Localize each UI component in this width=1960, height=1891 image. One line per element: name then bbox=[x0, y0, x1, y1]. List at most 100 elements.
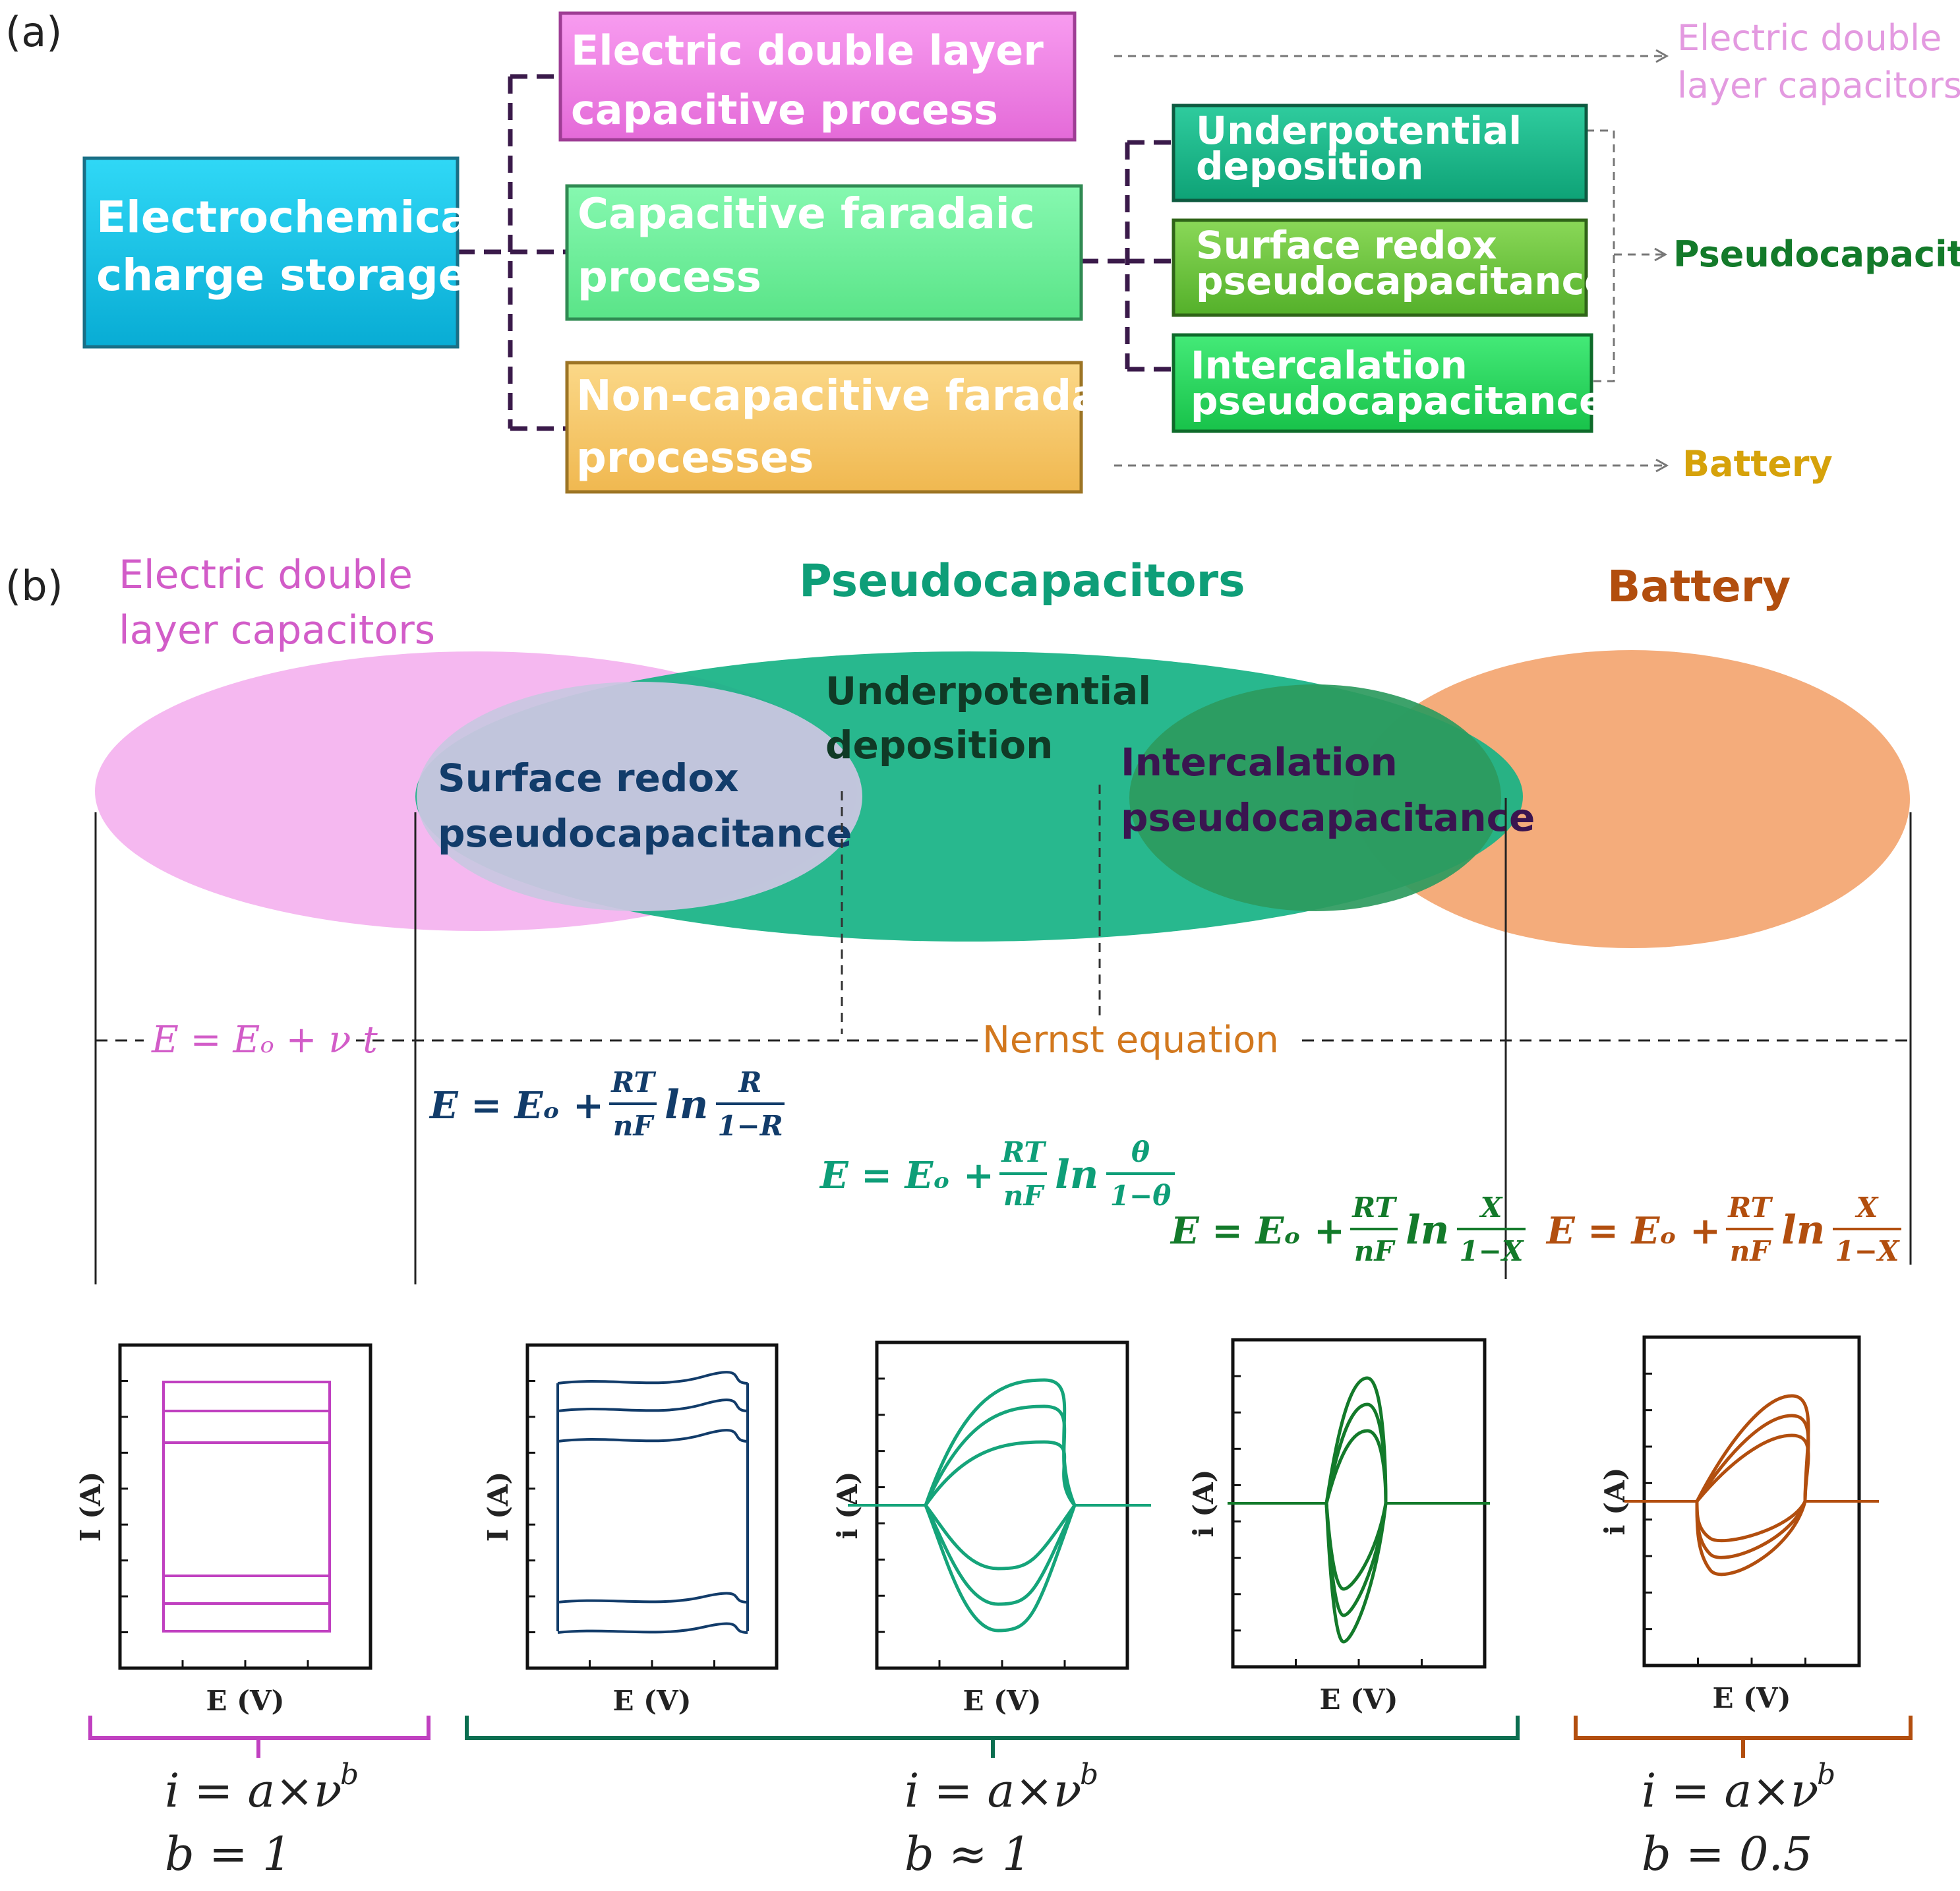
eq-frac1-den: nF bbox=[1730, 1235, 1772, 1267]
cv-curve bbox=[557, 1371, 748, 1385]
cv-xlabel: E (V) bbox=[613, 1685, 692, 1717]
out-battery: Battery bbox=[1682, 443, 1833, 485]
eq-ln: ln bbox=[665, 1082, 708, 1128]
eq-edlc: E = Eₒ + ν t bbox=[151, 1019, 378, 1062]
eq-ln: ln bbox=[1781, 1207, 1825, 1253]
cv-ylabel: i (A) bbox=[1187, 1470, 1220, 1538]
power-law-edlc-exponent: b bbox=[340, 1758, 359, 1791]
bracket-battery bbox=[1574, 1716, 1913, 1758]
box-edl-capacitive-process: Electric double layer capacitive process bbox=[558, 11, 1077, 142]
eq-frac2-num: X bbox=[1855, 1191, 1879, 1224]
power-law-pseudo-formula: i = a×ν bbox=[905, 1764, 1081, 1818]
eq-frac2-den: 1−θ bbox=[1110, 1180, 1171, 1212]
eq-frac1-num: RT bbox=[1351, 1191, 1397, 1224]
cv-plot-battery: E (V)i (A) bbox=[1599, 1335, 1879, 1714]
venn-surface-line1: Surface redox bbox=[438, 756, 739, 800]
edl-process-line2: capacitive process bbox=[571, 86, 998, 134]
noncap-line1: Non-capacitive faradaic bbox=[576, 372, 1139, 421]
eq-nernst: Nernst equation bbox=[982, 1019, 1279, 1062]
venn-intercal-line2: pseudocapacitance bbox=[1121, 795, 1535, 840]
out-edlc-line2: layer capacitors bbox=[1677, 65, 1960, 106]
cv-curve bbox=[557, 1592, 748, 1604]
bracket-pseudo bbox=[465, 1716, 1520, 1758]
power-law-battery-b: b = 0.5 bbox=[1642, 1827, 1812, 1881]
upd-line2: deposition bbox=[1196, 144, 1423, 189]
box-capacitive-faradaic-process: Capacitive faradaic process bbox=[565, 184, 1083, 321]
eq-frac2-den: 1−X bbox=[1835, 1235, 1899, 1267]
panel-b-label: (b) bbox=[5, 562, 63, 610]
box-intercalation-pseudocapacitance: Intercalation pseudocapacitance bbox=[1172, 333, 1605, 433]
venn-upd-line1: Underpotential bbox=[825, 669, 1151, 713]
cv-frame bbox=[525, 1343, 779, 1670]
cv-curve bbox=[556, 1383, 749, 1631]
venn-surface-overlap bbox=[417, 682, 862, 911]
box-surface-redox-pseudocapacitance: Surface redox pseudocapacitance bbox=[1172, 218, 1610, 317]
cv-plot-intercalation: E (V) i (A) bbox=[1187, 1338, 1490, 1716]
venn-battery-ellipse bbox=[1353, 650, 1910, 948]
cv-curve bbox=[557, 1622, 748, 1634]
eq-frac1-num: RT bbox=[610, 1066, 656, 1098]
venn-intercal-overlap bbox=[1129, 684, 1501, 911]
cv-plot-surface-redox: E (V)I (A) bbox=[482, 1343, 779, 1717]
intercal-line2: pseudocapacitance bbox=[1191, 378, 1605, 423]
eq-ln: ln bbox=[1055, 1152, 1098, 1198]
power-law-battery-exponent: b bbox=[1817, 1758, 1835, 1791]
out-pseudocapacitor: Pseudocapacitor bbox=[1673, 233, 1960, 275]
cv-curve bbox=[1324, 1429, 1388, 1591]
edl-process-line1: Electric double layer bbox=[571, 26, 1044, 75]
venn-surface-line2: pseudocapacitance bbox=[438, 811, 852, 856]
root-line2: charge storage bbox=[96, 250, 467, 301]
intercal-line1: Intercalation bbox=[1191, 343, 1468, 388]
venn-edlc-title-line1: Electric double bbox=[119, 552, 413, 598]
cv-curve bbox=[924, 1440, 1077, 1571]
eq-underpotential: E = Eₒ +RT nF ln θ 1−θ bbox=[819, 1136, 1175, 1212]
tree-connectors bbox=[458, 74, 1173, 431]
cv-curve bbox=[557, 1429, 748, 1443]
eq-frac2-num: R bbox=[738, 1066, 762, 1098]
venn-pseudo-title: Pseudocapacitors bbox=[799, 555, 1245, 607]
capfar-line2: process bbox=[578, 253, 761, 302]
eq-lhs: E = Eₒ + bbox=[1170, 1209, 1345, 1253]
eq-frac1-den: nF bbox=[613, 1110, 655, 1142]
inner-dashed-dividers bbox=[841, 785, 1101, 1034]
box-electrochemical-charge-storage: Electrochemical charge storage bbox=[82, 156, 485, 349]
cv-plot-underpotential: E (V)i (A) bbox=[831, 1340, 1151, 1717]
eq-frac1-num: RT bbox=[1001, 1136, 1046, 1168]
eq-frac2-num: θ bbox=[1131, 1136, 1150, 1168]
output-arrows bbox=[1114, 49, 1669, 473]
venn-intercal-line1: Intercalation bbox=[1121, 740, 1398, 785]
eq-frac1-den: nF bbox=[1003, 1180, 1046, 1212]
power-law-edlc-formula: i = a×ν bbox=[165, 1764, 342, 1818]
surface-line2: pseudocapacitance bbox=[1196, 258, 1610, 303]
eq-lhs: E = Eₒ + bbox=[1545, 1209, 1721, 1253]
power-law-pseudo: i = a×ν b b ≈ 1 bbox=[905, 1758, 1098, 1881]
cv-xlabel: E (V) bbox=[1320, 1683, 1398, 1716]
panel-a-label: (a) bbox=[5, 8, 62, 56]
root-line1: Electrochemical bbox=[96, 192, 485, 243]
cv-xlabel: E (V) bbox=[1713, 1682, 1791, 1714]
power-law-pseudo-b: b ≈ 1 bbox=[905, 1827, 1032, 1881]
upd-line1: Underpotential bbox=[1196, 108, 1522, 153]
eq-lhs: E = Eₒ + bbox=[429, 1084, 604, 1127]
eq-battery: E = Eₒ +RT nF ln X 1−X bbox=[1545, 1191, 1901, 1267]
venn-upd-line2: deposition bbox=[825, 723, 1053, 767]
eq-lhs: E = Eₒ + bbox=[819, 1154, 994, 1197]
noncap-line2: processes bbox=[576, 434, 814, 483]
cv-plot-edlc: E (V)I (A) bbox=[74, 1343, 372, 1717]
cv-curve bbox=[557, 1398, 748, 1412]
cv-frame bbox=[118, 1343, 372, 1670]
eq-frac1-num: RT bbox=[1727, 1191, 1773, 1224]
cv-ylabel: I (A) bbox=[74, 1472, 107, 1542]
power-law-edlc: i = a×ν b b = 1 bbox=[165, 1758, 359, 1881]
out-edlc-line1: Electric double bbox=[1677, 17, 1942, 59]
region-dividers bbox=[94, 798, 1912, 1284]
box-non-capacitive-faradaic-processes: Non-capacitive faradaic processes bbox=[565, 361, 1139, 494]
cv-xlabel: E (V) bbox=[963, 1685, 1042, 1717]
eq-ln: ln bbox=[1406, 1207, 1449, 1253]
box-underpotential-deposition: Underpotential deposition bbox=[1172, 104, 1588, 202]
eq-frac2-den: 1−X bbox=[1459, 1235, 1524, 1267]
cv-curve bbox=[162, 1381, 331, 1633]
